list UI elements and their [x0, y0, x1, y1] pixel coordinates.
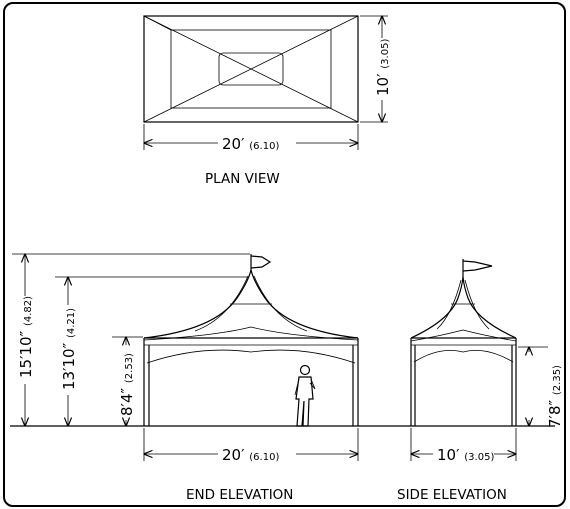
eave-height-label: 8′4″	[118, 388, 136, 416]
eave-height-metric: (2.53)	[124, 353, 135, 383]
side-elevation	[410, 259, 517, 426]
plan-width-metric: (6.10)	[249, 141, 279, 152]
side-elevation-title: SIDE ELEVATION	[397, 487, 507, 503]
person-figure	[294, 364, 316, 427]
side-width-label: 10′	[437, 446, 460, 464]
svg-text:10′ (3.05): 10′ (3.05)	[437, 446, 494, 464]
side-eave-height-dimension: 7′8″ (2.35)	[518, 347, 564, 428]
svg-text:8′4″ (2.53): 8′4″ (2.53)	[118, 353, 136, 416]
drawing-frame	[3, 2, 566, 507]
svg-text:20′ (6.10): 20′ (6.10)	[222, 135, 279, 153]
svg-text:7′8″ (2.35): 7′8″ (2.35)	[546, 365, 564, 428]
end-width-label: 20′	[222, 446, 245, 464]
overall-height-metric: (4.82)	[23, 296, 34, 326]
peak-height-metric: (4.21)	[66, 308, 77, 338]
peak-height-dimension: 13′10″ (4.21)	[55, 277, 248, 426]
plan-width-dimension: 20′ (6.10)	[144, 124, 358, 153]
svg-text:15′10″ (4.82): 15′10″ (4.82)	[17, 296, 35, 378]
side-eave-height-label: 7′8″	[546, 400, 564, 428]
plan-view	[143, 15, 359, 123]
end-elevation-title: END ELEVATION	[186, 487, 293, 503]
svg-text:10′ (3.05): 10′ (3.05)	[374, 39, 392, 96]
plan-depth-metric: (3.05)	[380, 39, 391, 69]
side-width-metric: (3.05)	[464, 452, 494, 463]
plan-depth-dimension: 10′ (3.05)	[360, 16, 392, 122]
end-width-metric: (6.10)	[249, 452, 279, 463]
eave-height-dimension: 8′4″ (2.53)	[112, 337, 143, 426]
overall-height-dimension: 15′10″ (4.82)	[12, 254, 250, 426]
plan-width-label: 20′	[222, 135, 245, 153]
end-width-dimension: 20′ (6.10)	[144, 428, 358, 464]
overall-height-label: 15′10″	[17, 330, 35, 378]
plan-depth-label: 10′	[374, 73, 392, 96]
svg-text:20′ (6.10): 20′ (6.10)	[222, 446, 279, 464]
plan-view-title: PLAN VIEW	[205, 171, 280, 187]
side-eave-height-metric: (2.35)	[552, 365, 563, 395]
svg-text:13′10″ (4.21): 13′10″ (4.21)	[60, 308, 78, 390]
end-elevation	[10, 254, 555, 427]
side-width-dimension: 10′ (3.05)	[411, 428, 516, 464]
peak-height-label: 13′10″	[60, 342, 78, 390]
